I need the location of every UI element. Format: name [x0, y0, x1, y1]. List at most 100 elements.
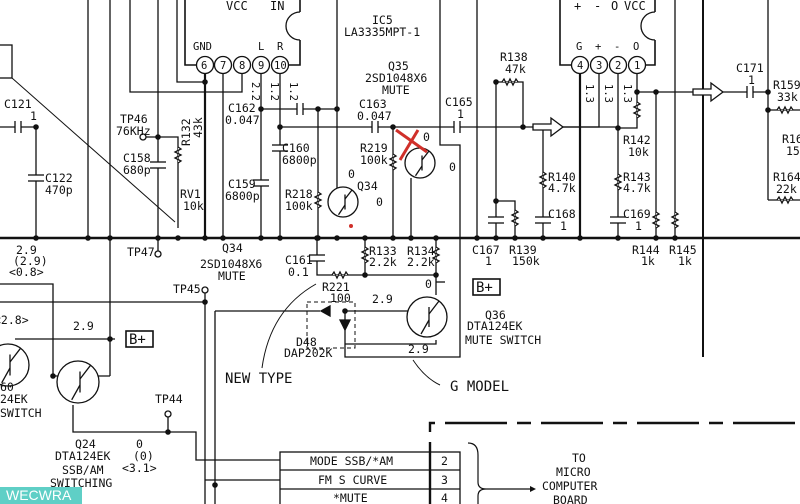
junction-dot [315, 106, 321, 112]
diode [338, 319, 352, 332]
voltage-bplus-line: 2.9 [73, 319, 94, 333]
junction-dot [175, 235, 181, 241]
new-type-arrow [261, 283, 317, 369]
pin1-voltage: 1.3 [621, 84, 633, 103]
capacitor-gap [15, 121, 21, 133]
c161-ref: C161 [285, 253, 313, 267]
junction-dot [155, 235, 161, 241]
tp47-ref: TP47 [127, 245, 155, 259]
transistor-body [327, 186, 359, 218]
r133-ref: R133 [369, 244, 397, 258]
c122-value: 470p [45, 183, 73, 197]
junction-dot [155, 134, 161, 140]
ic-right-pin-circle [570, 55, 590, 75]
r133-value: 2.2k [369, 255, 397, 269]
junction-dot [362, 235, 368, 241]
ic5-pin-circle [213, 55, 233, 75]
voltage-q36-e: 2.9 [408, 342, 429, 356]
c121-value: 1 [30, 109, 37, 123]
junction-dot [334, 235, 340, 241]
g-model-arrow [412, 359, 441, 386]
c159-ref: C159 [228, 177, 256, 191]
r142-ref: R142 [623, 133, 651, 147]
test-point [201, 286, 209, 294]
c160-ref: C160 [282, 141, 310, 155]
ic-right-notch [640, 11, 656, 41]
r142-value: 10k [628, 145, 649, 159]
voltage-left-top: 2.9 [16, 243, 37, 257]
test-point [164, 410, 172, 418]
ic5-pin-circle [232, 55, 252, 75]
junction-dot [202, 235, 208, 241]
junction-dot [165, 429, 171, 435]
rv1-ref: RV1 [180, 187, 201, 201]
capacitor-gap [272, 145, 288, 151]
ic5-ref: IC5 [372, 13, 393, 27]
c167-ref: C167 [472, 243, 500, 257]
junction-dot [672, 235, 678, 241]
q24-function1: SSB/AM [62, 463, 104, 477]
wire [143, 136, 179, 228]
wire [184, 0, 197, 66]
junction-dot [85, 235, 91, 241]
capacitor-gap [28, 175, 44, 181]
ic5-vcc-label: VCC [226, 0, 248, 13]
junction-dot [493, 198, 499, 204]
transistor-body [406, 296, 448, 338]
r16x-ref: R16 [782, 132, 800, 146]
components [0, 44, 794, 418]
junctions [33, 79, 771, 488]
c165-value: 1 [457, 107, 464, 121]
signal-arrow [692, 81, 725, 103]
junction-dot [615, 125, 621, 131]
signal-arrow [532, 116, 565, 138]
g-model-note: G MODEL [450, 379, 509, 395]
resistor [331, 270, 349, 280]
pin10-voltage: 1.2 [287, 82, 299, 101]
ic-right-top-o: O [611, 0, 618, 13]
wire [72, 405, 280, 461]
ic-right-top-plus: + [574, 0, 581, 13]
q60-part: 24EK [0, 392, 28, 406]
r139-value: 150k [512, 254, 540, 268]
bplus-left: B+ [125, 330, 154, 348]
r134-value: 2.2k [407, 255, 435, 269]
ic5-pin-9: 9 [258, 60, 264, 72]
r140-ref: R140 [548, 170, 576, 184]
r164-ref: R164 [773, 170, 800, 184]
voltage-labels: 2.9 (2.9) <0.8> <2.8> 2.9 0 (0) <3.1> 0 … [0, 130, 456, 475]
rv1-value: 10k [183, 199, 204, 213]
r221-value: 100 [330, 291, 351, 305]
r218-value: 100k [285, 199, 313, 213]
c161-value: 0.1 [288, 265, 309, 279]
resistor [651, 211, 661, 229]
pin3-voltage: 1.3 [583, 84, 595, 103]
q34-ref: Q34 [357, 179, 378, 193]
c121-ref: C121 [4, 97, 32, 111]
pin8-voltage: 2.2 [249, 82, 261, 101]
voltage-q24-base-angle: <3.1> [122, 461, 157, 475]
new-type-note: NEW TYPE [225, 371, 292, 387]
r134-ref: R134 [407, 244, 435, 258]
junction-dot [765, 107, 771, 113]
junction-dot [765, 89, 771, 95]
ic-right-top-vcc: VCC [624, 0, 646, 13]
q35-function: MUTE [382, 83, 410, 97]
resistor [538, 171, 548, 189]
q35-part: 2SD1048X6 [365, 71, 427, 85]
q34-ref-bottom: Q34 [222, 241, 243, 255]
junction-dot [220, 235, 226, 241]
junction-dot [277, 235, 283, 241]
c162-ref: C162 [228, 101, 256, 115]
c163-value: 0.047 [357, 109, 392, 123]
junction-dot [634, 89, 640, 95]
r219-value: 100k [360, 153, 388, 167]
junction-dot [33, 124, 39, 130]
resistor [776, 195, 794, 205]
junction-dot [362, 272, 368, 278]
wire [344, 0, 461, 358]
r144-ref: R144 [632, 243, 660, 257]
test-point [139, 133, 147, 141]
pin9-voltage: 1.2 [268, 82, 280, 101]
